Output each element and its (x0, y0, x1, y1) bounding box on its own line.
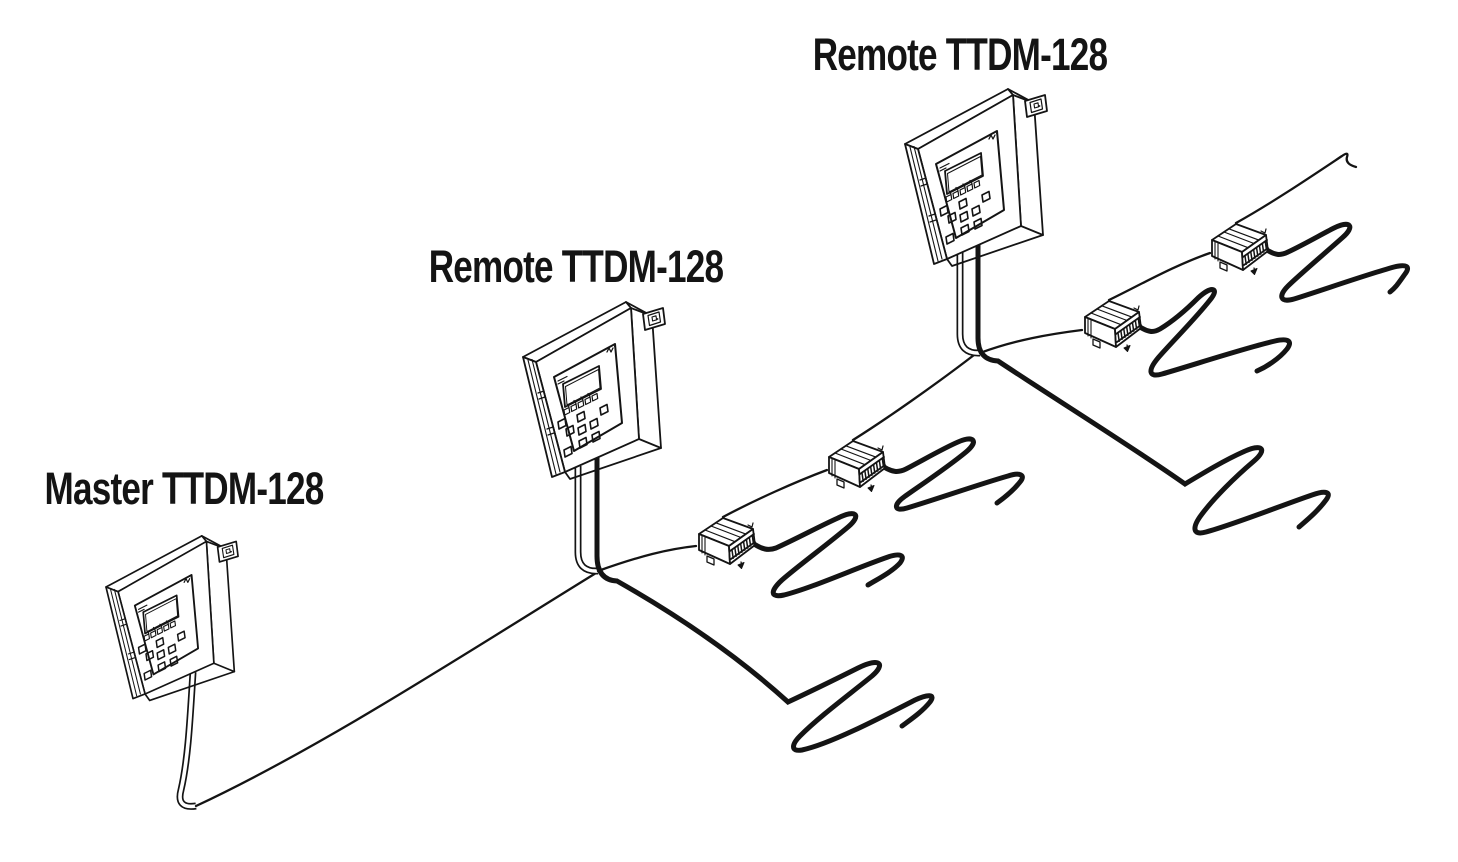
heating-cable-module-1 (751, 511, 905, 599)
sensor-line-remote-top (978, 152, 1358, 355)
interface-module-4 (1211, 223, 1269, 276)
interface-module-3 (1084, 300, 1142, 353)
heating-cable-remote-top (975, 242, 1331, 536)
network-line-master-to-remote (194, 571, 598, 808)
network-drop-master (176, 671, 197, 810)
label-master-ttdm: Master TTDM-128 (44, 463, 325, 514)
heating-cable-remote-middle (594, 455, 935, 753)
network-drop-remote-top (956, 252, 981, 357)
interface-module-1 (698, 517, 756, 570)
label-remote-top-ttdm: Remote TTDM-128 (812, 29, 1108, 80)
heating-cable-module-2 (881, 436, 1025, 512)
panel-master (105, 534, 239, 702)
panel-remote-top (904, 88, 1048, 267)
interface-module-2 (828, 440, 886, 493)
network-drop-remote-middle (574, 466, 599, 575)
panel-remote-middle (522, 301, 666, 480)
heating-cable-module-4 (1264, 221, 1410, 303)
sensor-line-remote-middle (596, 353, 976, 573)
label-remote-middle-ttdm: Remote TTDM-128 (428, 241, 724, 292)
heating-cable-module-3 (1137, 287, 1292, 378)
